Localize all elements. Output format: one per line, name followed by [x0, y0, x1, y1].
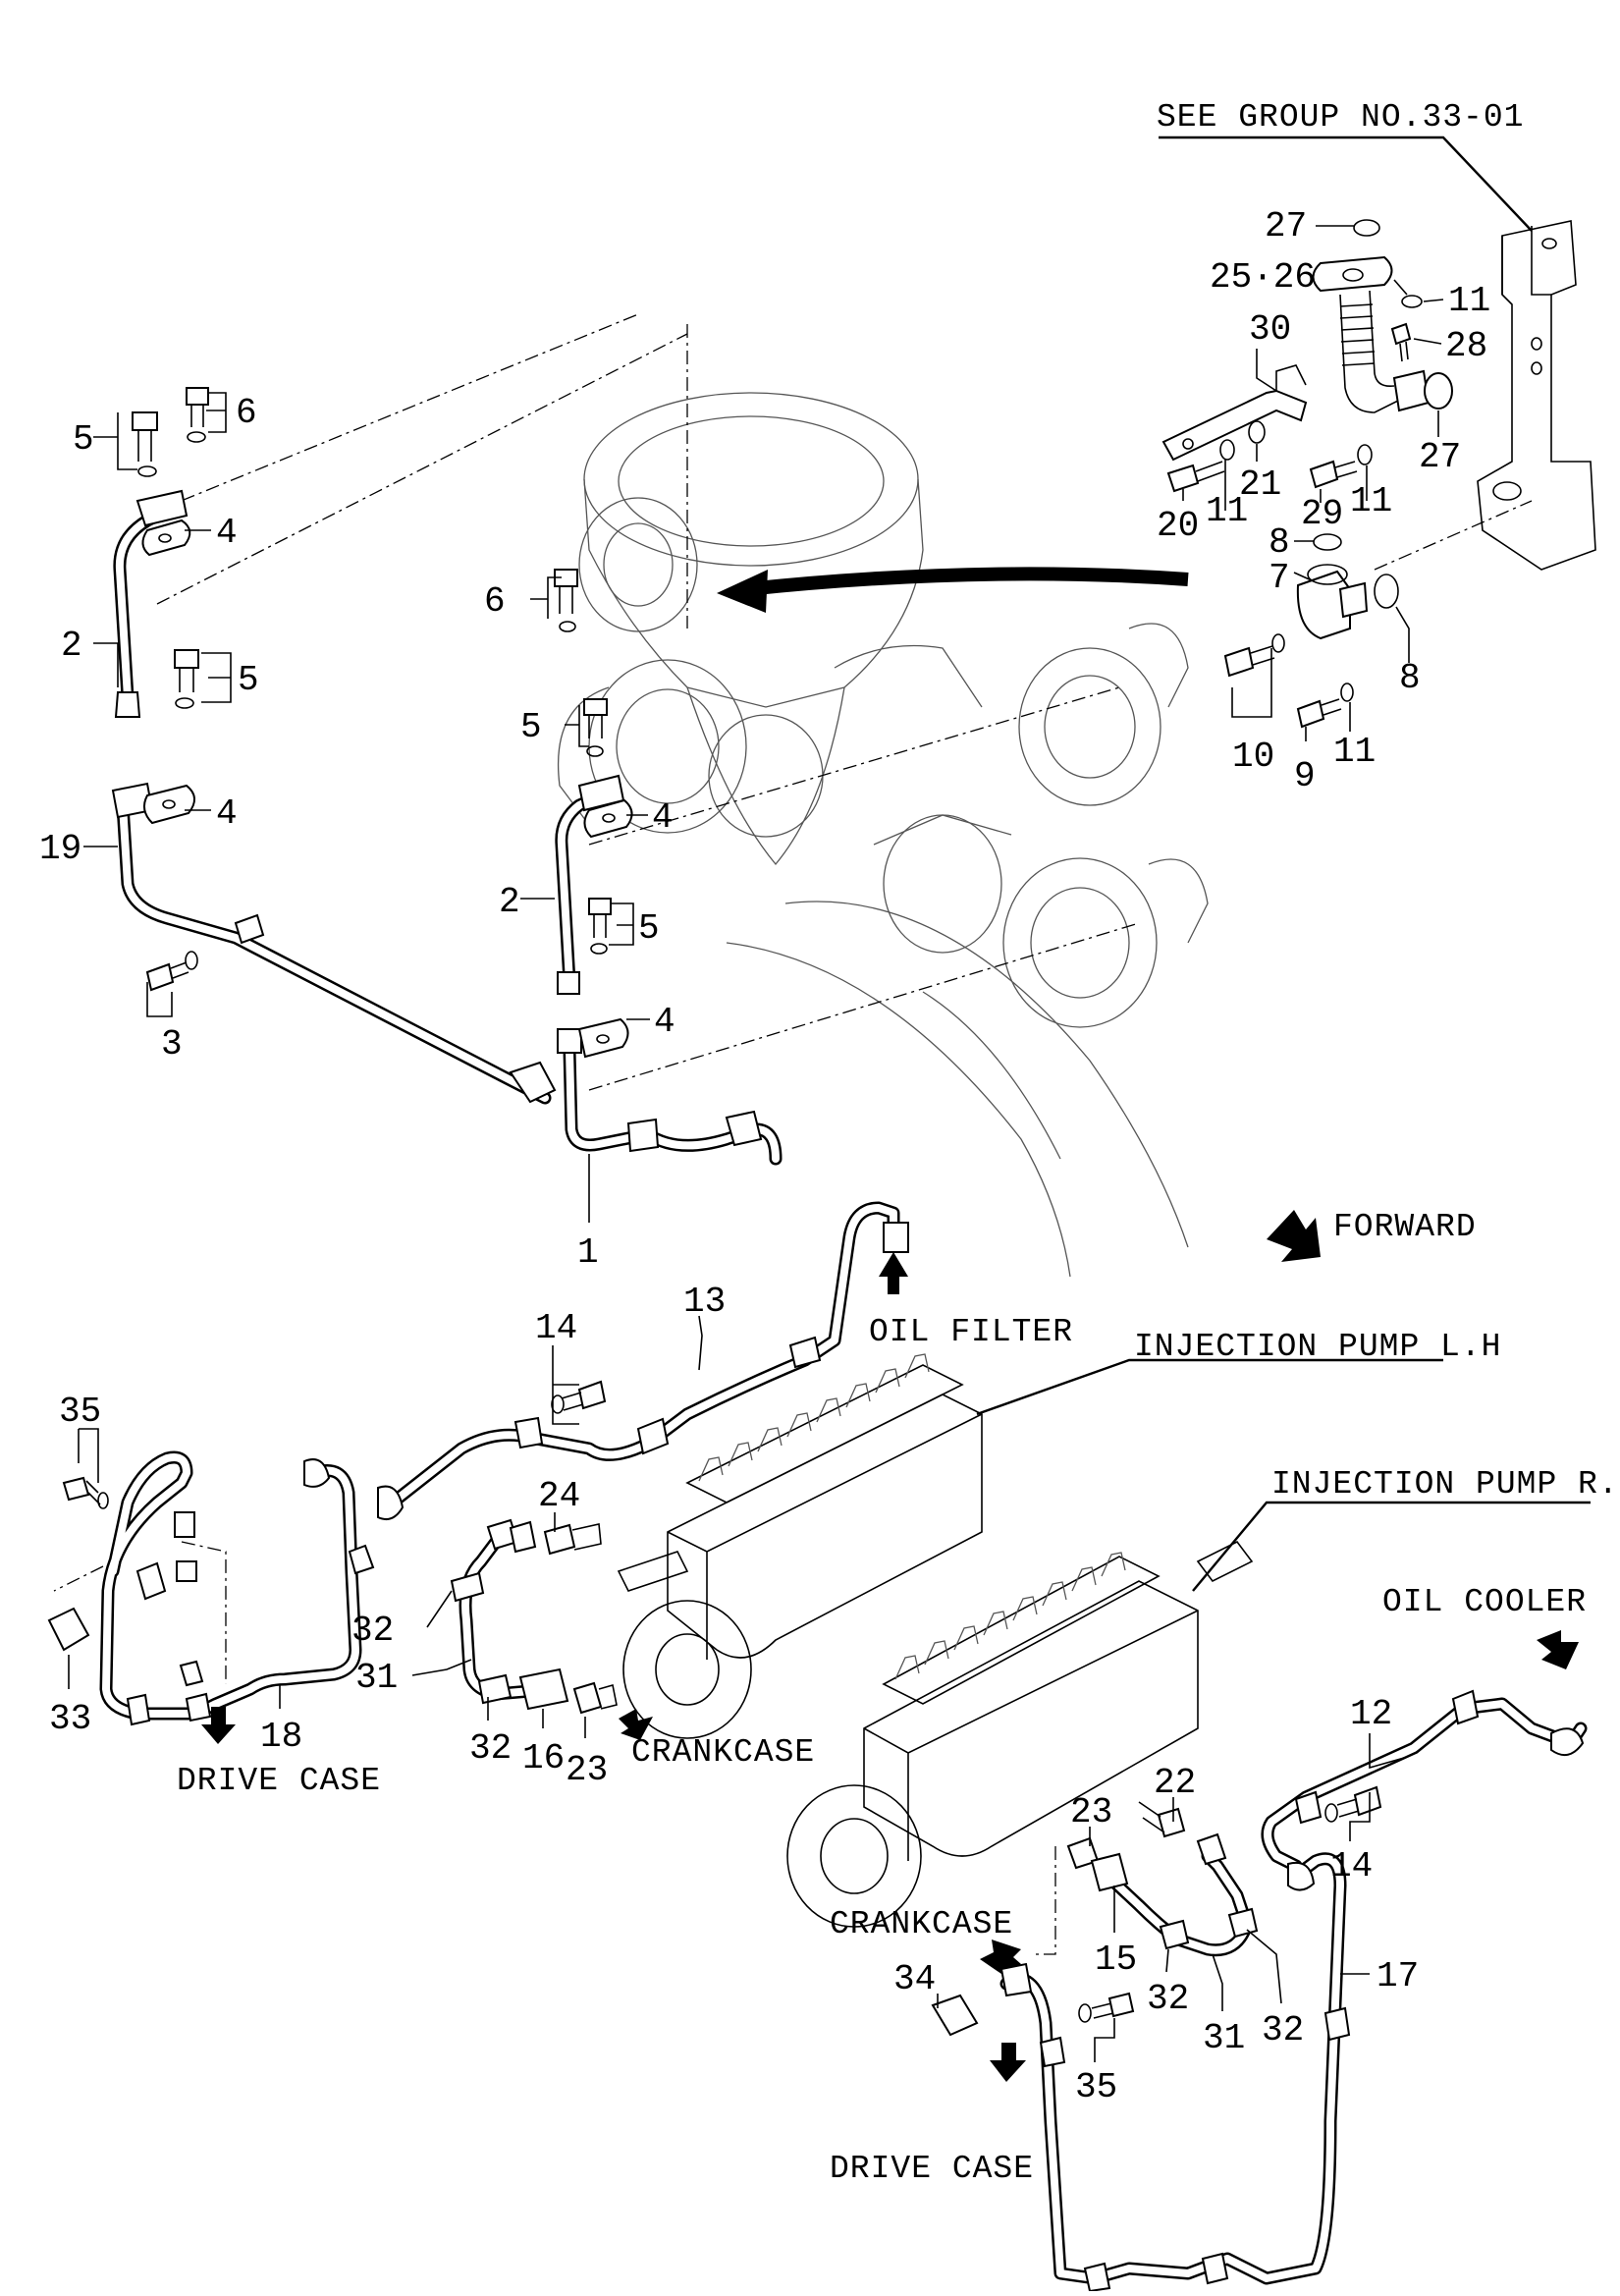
forward-arrow: [1267, 1210, 1321, 1262]
part-number: 23: [566, 1750, 608, 1790]
part-number: 1: [577, 1232, 599, 1273]
right-hardware: [1166, 219, 1423, 729]
part-number: 6: [236, 393, 257, 433]
injection-pump-rh: [786, 1501, 1591, 1928]
part-number: 32: [1147, 1979, 1189, 2019]
part-number: 4: [652, 797, 674, 838]
part-number: 4: [216, 793, 238, 834]
part-number: 11: [1448, 281, 1490, 321]
part-number: 14: [1330, 1846, 1373, 1886]
oil-cooler-line-12: [1261, 1630, 1588, 1873]
part-number: 4: [216, 513, 238, 553]
part-number: 32: [1262, 2010, 1304, 2050]
part-number: 8: [1399, 658, 1421, 698]
part-number: 7: [1269, 558, 1290, 598]
part-number: 9: [1294, 756, 1316, 796]
engine-turbo-assembly: [156, 313, 1533, 1278]
part-number: 6: [484, 581, 506, 622]
injection-pump-lh-label: INJECTION PUMP L.H: [1134, 1329, 1501, 1365]
part-number: 17: [1377, 1956, 1419, 1996]
crankcase-hose-right: [980, 1801, 1259, 1974]
callout-labels: SEE GROUP NO.33-01 FORWARD OIL FILTER IN…: [177, 99, 1620, 2187]
part-number: 14: [535, 1308, 577, 1348]
oil-filter-line-13: [377, 1201, 909, 1520]
part-number: 3: [161, 1024, 183, 1065]
part-number: 28: [1445, 326, 1487, 366]
part-number: 32: [469, 1728, 512, 1769]
part-number: 19: [39, 829, 81, 869]
part-number: 11: [1350, 481, 1392, 521]
see-group-label: SEE GROUP NO.33-01: [1157, 99, 1524, 136]
drive-case-left-label: DRIVE CASE: [177, 1763, 381, 1799]
part-number: 2: [61, 626, 82, 666]
part-number: 20: [1157, 506, 1199, 546]
part-number: 35: [1075, 2067, 1117, 2107]
part-number: 32: [351, 1611, 394, 1651]
crankcase-right-label: CRANKCASE: [830, 1906, 1013, 1942]
part-number: 8: [1269, 522, 1290, 563]
part-number: 22: [1154, 1763, 1196, 1803]
part-number: 25·26: [1210, 257, 1316, 298]
forward-label: FORWARD: [1333, 1209, 1477, 1245]
part-number: 30: [1249, 309, 1291, 350]
part-number-callouts: 5 6 4 2 5 4 19 3 6 5 4 2 5 4 1 27 25·26 …: [39, 206, 1490, 2107]
part-number: 5: [638, 908, 660, 949]
part-number: 18: [260, 1717, 302, 1757]
part-number: 10: [1232, 737, 1274, 777]
oil-cooler-label: OIL COOLER: [1382, 1584, 1587, 1620]
drain-pipe-25-26: [1312, 255, 1453, 413]
part-number: 27: [1265, 206, 1307, 246]
part-number: 31: [355, 1658, 398, 1698]
part-number: 35: [59, 1392, 101, 1432]
upper-left-lines: [111, 387, 557, 1105]
injection-pump-rh-label: INJECTION PUMP R.H: [1271, 1466, 1620, 1503]
assembly-arrow-head: [717, 570, 768, 613]
drive-case-lines-18: [47, 1450, 375, 1744]
part-number: 33: [49, 1699, 91, 1739]
oil-filter-label: OIL FILTER: [869, 1314, 1073, 1350]
part-number: 23: [1070, 1792, 1112, 1832]
bracket-30: [1161, 364, 1308, 462]
part-number: 27: [1419, 437, 1461, 477]
part-number: 5: [73, 419, 94, 460]
part-number: 12: [1350, 1694, 1392, 1734]
part-number: 11: [1206, 491, 1248, 531]
part-number: 24: [538, 1476, 580, 1516]
crankcase-hose-31: [450, 1518, 653, 1740]
part-number: 5: [520, 707, 542, 747]
part-number: 15: [1095, 1940, 1137, 1980]
leader-lines: [68, 225, 1444, 2062]
part-number: 5: [238, 660, 259, 700]
drive-case-line-17: [931, 1852, 1351, 2293]
assembly-arrow: [745, 567, 1189, 596]
bracket-assembly: [1159, 136, 1596, 571]
part-number: 31: [1203, 2018, 1245, 2058]
part-number: 21: [1239, 465, 1281, 505]
injection-pump-lh: [617, 1353, 1443, 1739]
part-number: 34: [893, 1959, 936, 1999]
part-number: 13: [683, 1282, 726, 1322]
center-lines: [554, 569, 783, 1166]
drive-case-bottom-label: DRIVE CASE: [830, 2151, 1034, 2187]
crankcase-mid-label: CRANKCASE: [631, 1734, 815, 1771]
part-number: 4: [654, 1002, 675, 1042]
part-number: 29: [1301, 494, 1343, 534]
part-number: 2: [499, 882, 520, 922]
part-number: 16: [522, 1738, 565, 1778]
part-number: 11: [1333, 732, 1376, 772]
